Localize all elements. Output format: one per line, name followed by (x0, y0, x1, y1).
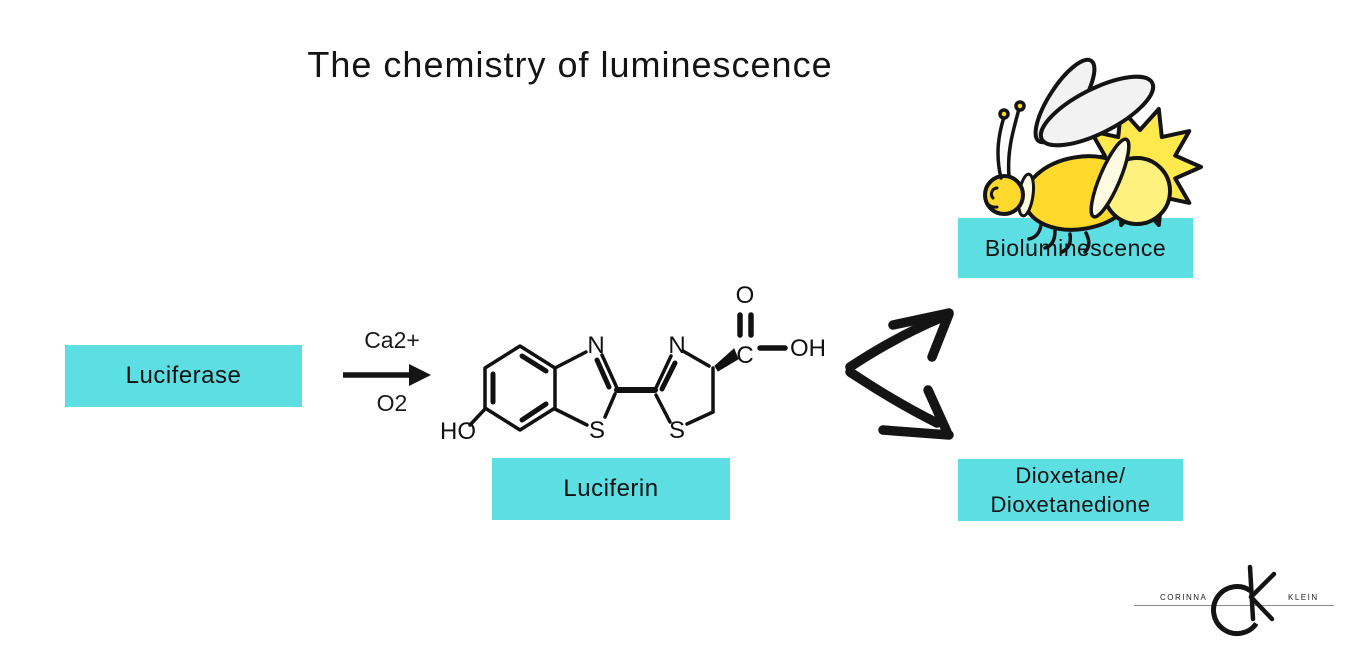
firefly-stripe (1089, 137, 1131, 219)
atom-n1: N (587, 332, 604, 359)
atom-o: O (736, 282, 755, 309)
dioxetane-label-line1: Dioxetane/ (1015, 463, 1126, 488)
designer-logo: CORINNA KLEIN (1130, 558, 1340, 643)
atom-ho: HO (440, 418, 476, 445)
molecule-bonds (468, 312, 788, 432)
atom-n2: N (668, 332, 685, 359)
atom-c: C (736, 342, 753, 369)
molecule-atom-labels: HO N S N S C O OH (440, 282, 826, 445)
luciferin-structure: HO N S N S C O OH (440, 282, 826, 445)
dioxetane-box: Dioxetane/ Dioxetanedione (958, 459, 1183, 521)
bioluminescence-label: Bioluminescence (984, 234, 1167, 261)
firefly-antennae (996, 100, 1026, 180)
logo-first-name: CORINNA (1160, 593, 1208, 602)
luciferin-box: Luciferin (492, 458, 730, 520)
atom-s1: S (589, 417, 605, 444)
reaction-reagent-label: Ca2+ (364, 327, 420, 353)
page-title: The chemistry of luminescence (307, 44, 833, 85)
atom-oh: OH (790, 335, 826, 362)
firefly-front-wing (1038, 74, 1156, 148)
reaction-oxygen-label: O2 (377, 390, 408, 416)
reaction-conditions: Ca2+ O2 (343, 327, 431, 416)
ck-monogram-icon (1211, 564, 1277, 637)
luciferase-label: Luciferase (125, 362, 242, 389)
firefly-legs (1027, 223, 1091, 254)
logo-last-name: KLEIN (1288, 593, 1319, 602)
logo-divider-line (1134, 605, 1334, 606)
firefly-head (983, 174, 1025, 216)
luciferin-label: Luciferin (563, 475, 659, 502)
dioxetane-label-line2: Dioxetanedione (990, 492, 1151, 517)
branch-arrow-icon (845, 308, 954, 440)
atom-s2: S (669, 417, 685, 444)
firefly-face (987, 186, 999, 209)
luciferase-box: Luciferase (65, 345, 302, 407)
firefly-illustration (983, 57, 1203, 254)
reaction-arrow-icon (343, 364, 431, 386)
